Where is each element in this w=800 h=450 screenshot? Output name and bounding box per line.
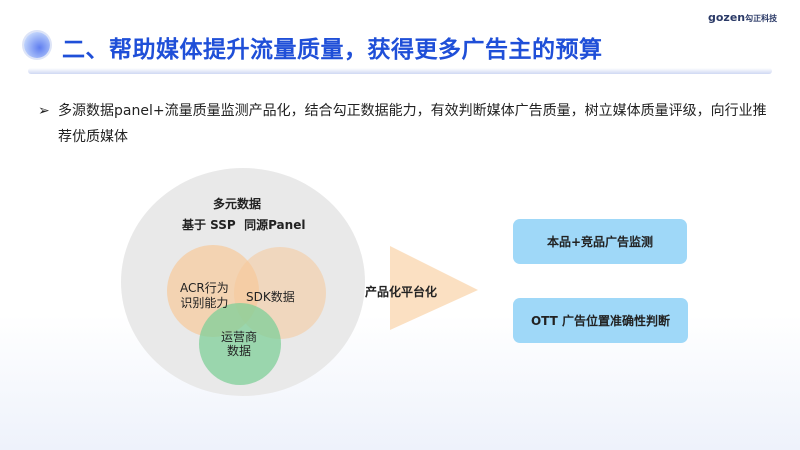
operator-label-line1: 运营商: [221, 330, 258, 344]
bullet-text: 多源数据panel+流量质量监测产品化，结合勾正数据能力，有效判断媒体广告质量，…: [58, 103, 767, 145]
arrow-label: 产品化平台化: [365, 285, 438, 299]
acr-label: ACR行为识别能力: [180, 281, 229, 311]
company-logo: gozen勾正科技: [708, 11, 778, 24]
outer-title: 多元数据: [213, 197, 262, 211]
acr-label-line2: 识别能力: [180, 296, 229, 310]
output-box-ott-position: OTT 广告位置准确性判断: [513, 298, 688, 343]
operator-label-line2: 数据: [227, 344, 252, 358]
bullet-point: ➢ 多源数据panel+流量质量监测产品化，结合勾正数据能力，有效判断媒体广告质…: [38, 98, 778, 150]
bullet-arrow-icon: ➢: [38, 103, 50, 119]
arrow-triangle: [390, 246, 478, 330]
output-box-competitor-monitoring: 本品+竞品广告监测: [513, 219, 687, 264]
page-title: 二、帮助媒体提升流量质量，获得更多广告主的预算: [62, 37, 603, 63]
outer-subtitle: 基于 SSP 同源Panel: [182, 218, 306, 232]
title-underline: [28, 68, 772, 74]
acr-label-line1: ACR行为: [180, 281, 229, 295]
operator-label: 运营商数据: [221, 330, 257, 358]
operator-circle: [199, 303, 281, 385]
title-orb-icon: [24, 32, 50, 58]
sdk-label: SDK数据: [246, 290, 295, 304]
